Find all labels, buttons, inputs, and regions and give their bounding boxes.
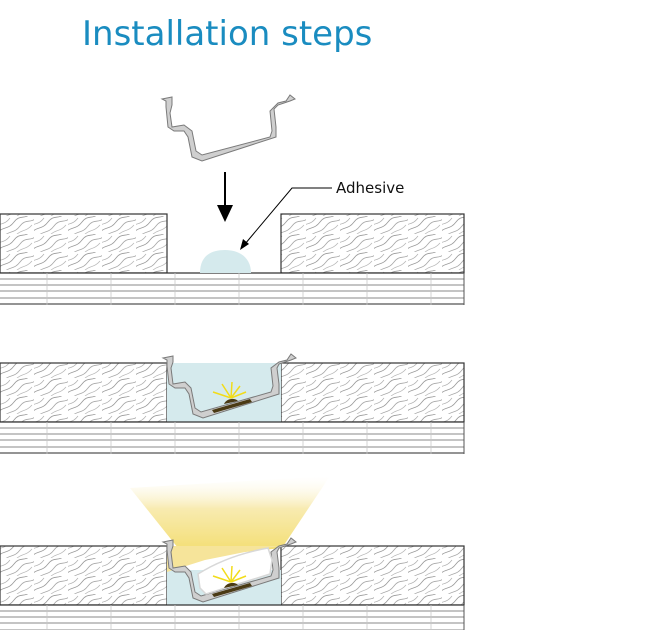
step-3-profile-lit — [0, 476, 465, 630]
wood-panel-right — [280, 545, 465, 606]
wood-panel-left — [0, 362, 168, 423]
step-2-profile-inserted — [0, 352, 465, 455]
led-light-rays-icon — [212, 381, 247, 399]
led-strip — [212, 582, 252, 597]
led-strip — [212, 398, 252, 413]
diffuser-cover — [197, 547, 273, 595]
substrate-layers — [0, 421, 465, 455]
light-beam — [130, 476, 330, 558]
substrate-layers — [0, 272, 465, 306]
adhesive-fill — [167, 363, 281, 422]
wood-panel-right — [280, 213, 465, 274]
down-arrow-icon — [217, 172, 233, 222]
wood-panel-left — [0, 213, 168, 274]
adhesive-callout: Adhesive — [240, 179, 404, 250]
substrate-layers — [0, 604, 465, 630]
adhesive-bead — [200, 250, 251, 273]
led-light-rays-icon — [212, 565, 247, 583]
wood-panel-left — [0, 545, 168, 606]
step-1-apply-adhesive: Adhesive — [0, 94, 465, 306]
page-title: Installation steps — [82, 14, 373, 54]
profile-floating — [160, 94, 296, 162]
wood-panel-right — [280, 362, 465, 423]
adhesive-label: Adhesive — [336, 179, 404, 197]
